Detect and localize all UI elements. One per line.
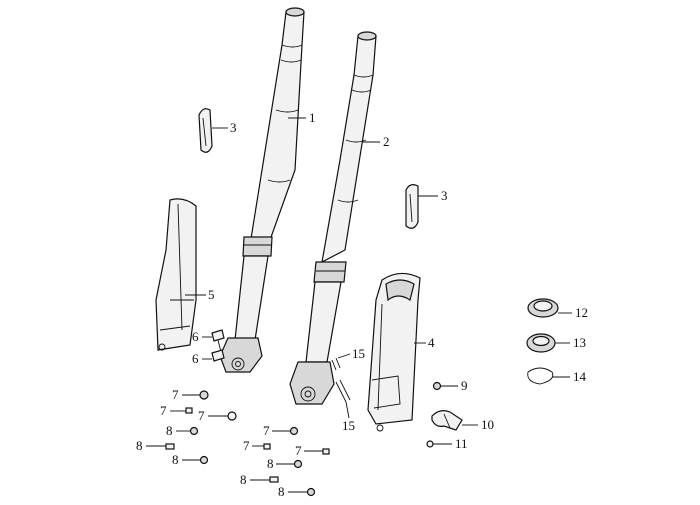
callout-7-e: 7 xyxy=(243,438,250,453)
callout-6-lower: 6 xyxy=(192,351,199,366)
fork-tube-left xyxy=(219,7,305,373)
callout-8-e: 8 xyxy=(240,472,247,487)
callout-6-upper: 6 xyxy=(192,329,199,344)
bolt-6-lower xyxy=(211,349,225,362)
pin-15-lower xyxy=(335,379,351,403)
callout-3-upper: 3 xyxy=(230,120,237,135)
slider-pad-lower xyxy=(405,184,419,229)
callout-15-lower: 15 xyxy=(342,418,355,433)
bolt-6-upper xyxy=(211,329,225,357)
callout-1: 1 xyxy=(309,110,316,125)
callout-7-f: 7 xyxy=(295,443,302,458)
screw-11 xyxy=(426,440,434,448)
fork-guard-left xyxy=(155,198,197,351)
slider-pad-upper xyxy=(198,108,213,153)
callout-9: 9 xyxy=(461,378,468,393)
pin-15-upper xyxy=(331,357,341,371)
fork-guard-right xyxy=(367,272,421,432)
leader-lines xyxy=(146,117,572,493)
callout-11: 11 xyxy=(455,436,468,451)
callout-8-d: 8 xyxy=(267,456,274,471)
dust-seal-13 xyxy=(526,333,556,353)
callout-7-d: 7 xyxy=(263,423,270,438)
callout-13: 13 xyxy=(573,335,586,350)
callout-8-a: 8 xyxy=(166,423,173,438)
callout-8-f: 8 xyxy=(278,484,285,499)
oil-seal-12 xyxy=(527,298,559,318)
callout-4: 4 xyxy=(428,335,435,350)
fork-tube-right xyxy=(289,31,377,405)
clamp-10 xyxy=(431,410,463,431)
callout-8-b: 8 xyxy=(136,438,143,453)
fastener-group xyxy=(165,390,330,497)
callout-5: 5 xyxy=(208,287,215,302)
callout-7-c: 7 xyxy=(198,408,205,423)
callout-12: 12 xyxy=(575,305,588,320)
retaining-clip-14 xyxy=(527,367,554,385)
callout-14: 14 xyxy=(573,369,587,384)
nut-9 xyxy=(432,381,442,391)
callout-7-a: 7 xyxy=(172,387,179,402)
callout-10: 10 xyxy=(481,417,494,432)
callout-8-c: 8 xyxy=(172,452,179,467)
callout-7-b: 7 xyxy=(160,403,167,418)
callout-2: 2 xyxy=(383,134,390,149)
callout-3-lower: 3 xyxy=(441,188,448,203)
callout-15-upper: 15 xyxy=(352,346,365,361)
callout-labels: 1 2 3 3 4 5 6 6 7 7 7 8 8 8 7 7 7 8 8 8 … xyxy=(136,110,588,499)
